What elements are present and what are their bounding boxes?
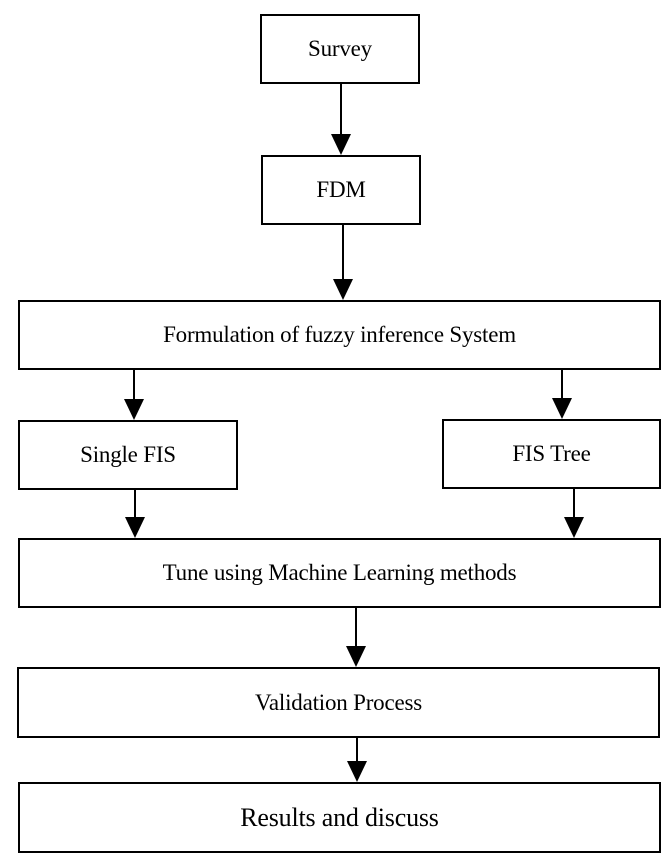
arrowhead-icon (331, 134, 351, 155)
arrowhead-icon (125, 517, 145, 538)
node-validation: Validation Process (17, 667, 660, 738)
node-results: Results and discuss (18, 782, 661, 853)
node-label: Validation Process (255, 689, 422, 715)
arrowhead-icon (347, 761, 367, 782)
node-label: FIS Tree (512, 441, 591, 466)
node-fdm: FDM (261, 155, 421, 225)
arrowhead-icon (124, 399, 144, 420)
arrowhead-icon (564, 517, 584, 538)
node-label: Results and discuss (240, 802, 439, 832)
node-label: Tune using Machine Learning methods (162, 560, 517, 585)
node-fis-tree: FIS Tree (442, 419, 661, 489)
node-label: Single FIS (80, 442, 176, 467)
node-tune: Tune using Machine Learning methods (18, 538, 661, 608)
node-label: Survey (308, 36, 372, 61)
node-label: FDM (316, 177, 366, 202)
arrowhead-icon (333, 279, 353, 300)
node-single-fis: Single FIS (18, 420, 238, 490)
node-survey: Survey (260, 14, 420, 84)
arrowhead-icon (346, 646, 366, 667)
arrowhead-icon (552, 398, 572, 419)
node-label: Formulation of fuzzy inference System (163, 322, 516, 347)
node-formulation: Formulation of fuzzy inference System (18, 300, 661, 370)
